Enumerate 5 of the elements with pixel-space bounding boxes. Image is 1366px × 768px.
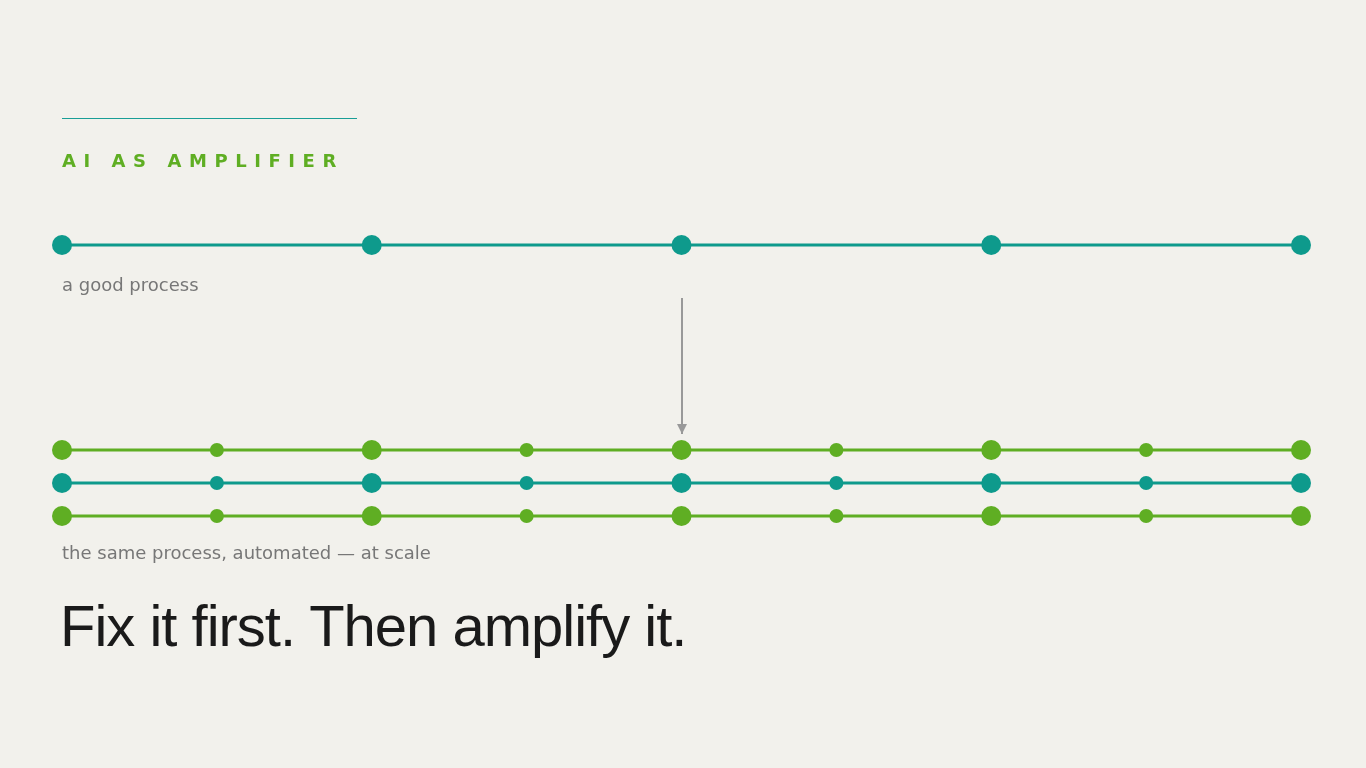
process-label: a good process	[62, 274, 199, 296]
section-title: AI AS AMPLIFIER	[62, 150, 344, 171]
process-label: the same process, automated — at scale	[62, 542, 431, 564]
headline-caption: Fix it first. Then amplify it.	[60, 592, 687, 659]
arrow	[677, 297, 687, 435]
